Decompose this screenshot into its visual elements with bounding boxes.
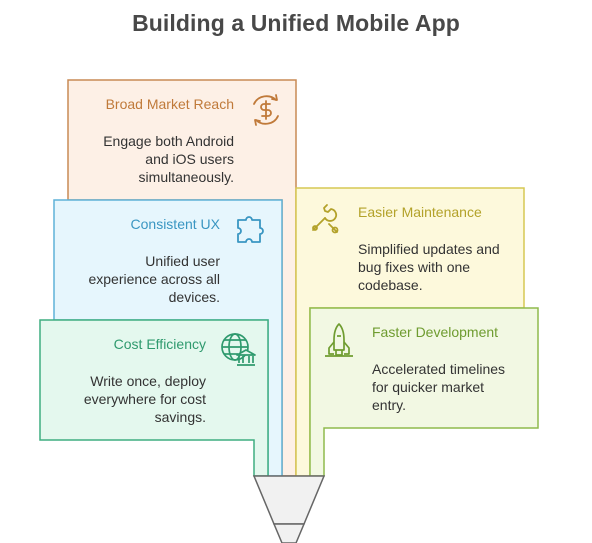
card-faster-line: entry. <box>372 397 406 413</box>
dollar-cycle-icon <box>253 94 279 126</box>
card-cost-line: everywhere for cost <box>83 391 206 407</box>
globe-bank-icon <box>221 333 256 366</box>
funnel-bottom <box>272 523 306 543</box>
card-easier-line: Simplified updates and <box>358 241 500 257</box>
card-consistent-title: Consistent UX <box>130 216 220 232</box>
card-cost-body: Write once, deploy everywhere for cost s… <box>42 372 206 426</box>
card-consistent-body: Unified user experience across all devic… <box>56 252 220 306</box>
rocket-launch-icon <box>325 323 353 357</box>
card-easier-line: codebase. <box>358 277 423 293</box>
card-broad-title: Broad Market Reach <box>105 96 234 112</box>
card-faster-line: for quicker market <box>372 379 485 395</box>
card-faster-line: Accelerated timelines <box>372 361 506 377</box>
card-broad-line: and iOS users <box>145 151 234 167</box>
page-title: Building a Unified Mobile App <box>132 10 460 36</box>
card-easier-body: Simplified updates and bug fixes with on… <box>358 240 522 294</box>
card-broad-line: Engage both Android <box>103 133 234 149</box>
card-cost-title: Cost Efficiency <box>113 336 206 352</box>
card-consistent-line: devices. <box>168 289 220 305</box>
card-consistent-line: experience across all <box>88 271 220 287</box>
card-cost-line: savings. <box>154 409 206 425</box>
card-faster-title: Faster Development <box>372 324 499 340</box>
card-broad-line: simultaneously. <box>138 169 234 185</box>
card-easier-title: Easier Maintenance <box>358 204 482 220</box>
card-easier-line: bug fixes with one <box>358 259 471 275</box>
card-consistent-line: Unified user <box>145 253 220 269</box>
funnel-top <box>252 475 326 525</box>
wrench-tools-icon <box>312 204 339 234</box>
card-faster-body: Accelerated timelines for quicker market… <box>372 360 536 414</box>
card-cost-line: Write once, deploy <box>90 373 206 389</box>
card-broad-body: Engage both Android and iOS users simult… <box>70 132 234 186</box>
puzzle-piece-icon <box>237 216 264 243</box>
